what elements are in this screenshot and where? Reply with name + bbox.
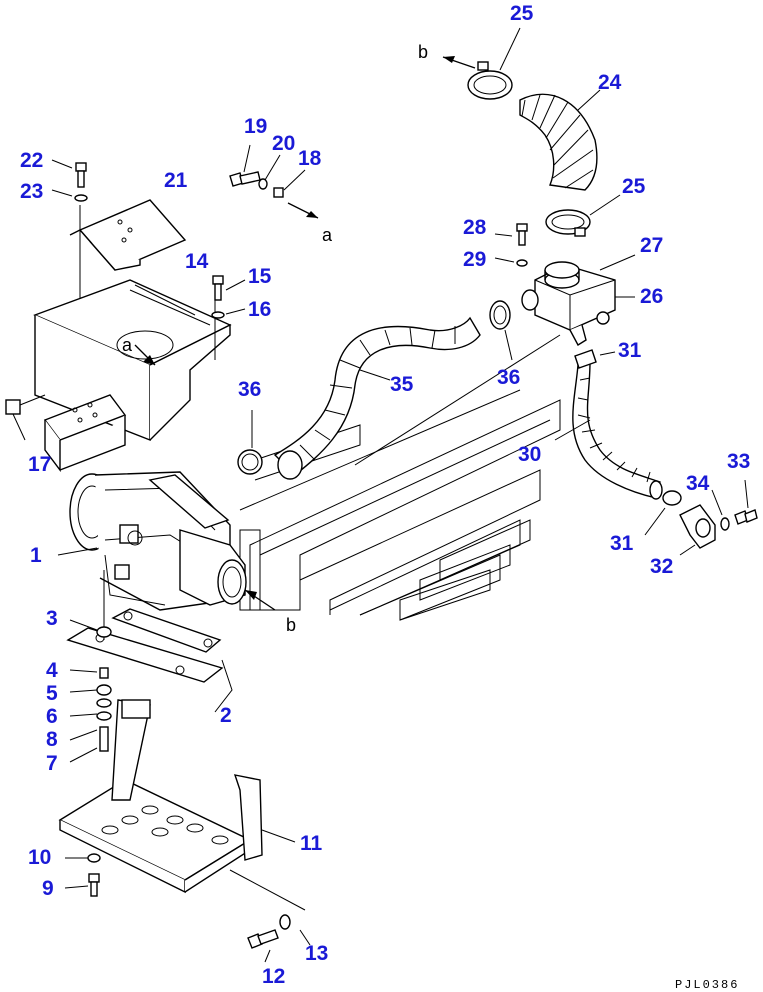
callout-29: 29: [463, 248, 486, 271]
callout-10: 10: [28, 846, 51, 869]
callout-16: 16: [248, 298, 271, 321]
callout-21: 21: [164, 169, 188, 192]
bolt-22: [51, 159, 88, 202]
callout-13: 13: [305, 942, 328, 965]
callout-4: 4: [46, 659, 58, 682]
bracket-14: [33, 279, 232, 473]
callout-18: 18: [298, 147, 322, 170]
callout-36-left: 36: [238, 378, 261, 401]
callout-35: 35: [390, 373, 414, 396]
callout-12: 12: [262, 965, 285, 988]
callout-7: 7: [46, 752, 58, 775]
ref-letter-b-bottom: b: [286, 615, 296, 635]
ref-letter-b-top: b: [418, 42, 428, 62]
ref-letter-a-left: a: [122, 335, 133, 355]
callout-3: 3: [46, 607, 58, 630]
callout-11: 11: [300, 832, 323, 855]
sensor-17: [5, 394, 46, 441]
clamp-36-right: [354, 300, 561, 466]
bolt-15: [211, 275, 246, 319]
callout-31-lower: 31: [610, 532, 634, 555]
callout-2: 2: [220, 704, 232, 727]
callout-25-top: 25: [510, 2, 534, 25]
callout-34: 34: [686, 472, 710, 495]
callout-28: 28: [463, 216, 487, 239]
drawing-code: PJL0386: [675, 978, 739, 992]
callout-25-lower: 25: [622, 175, 646, 198]
ref-letter-a-right: a: [322, 225, 333, 245]
callout-17: 17: [28, 453, 51, 476]
callout-20: 20: [272, 132, 295, 155]
callout-14: 14: [185, 250, 209, 273]
reference-letters: a a b b: [122, 42, 428, 635]
callout-33: 33: [727, 450, 750, 473]
callout-6: 6: [46, 705, 58, 728]
fastener-stack-3-8: [69, 619, 112, 763]
cab-floor-outline: [239, 389, 561, 621]
duct-35: [237, 316, 481, 480]
bolt-19-washer-20-nut-18: [229, 144, 319, 219]
callout-23: 23: [20, 180, 43, 203]
callout-1: 1: [30, 544, 42, 567]
callout-5: 5: [46, 682, 58, 705]
callout-26: 26: [640, 285, 663, 308]
valve-26: [521, 254, 636, 346]
callout-15: 15: [248, 265, 272, 288]
callout-32: 32: [650, 555, 673, 578]
callout-31-top: 31: [618, 339, 642, 362]
clamp-25-lower: [545, 194, 621, 237]
bracket-21: [69, 199, 187, 330]
callout-24: 24: [598, 71, 622, 94]
callout-22: 22: [20, 149, 43, 172]
bolt-28: [494, 223, 528, 267]
clamp-25-top: [442, 27, 521, 100]
fittings-31-34: [574, 349, 758, 556]
callout-labels: 1 2 3 4 5 6 8 7 9 10 11 12 13 14 15 16 1…: [20, 2, 750, 988]
callout-27: 27: [640, 234, 663, 257]
callout-8: 8: [46, 728, 58, 751]
frame-11: [58, 699, 306, 911]
bolts-9-10-12-13: [64, 853, 311, 963]
heater-unit-1: [57, 471, 276, 611]
callout-9: 9: [42, 877, 54, 900]
hose-24: [519, 89, 601, 191]
hose-30: [554, 361, 663, 500]
callout-19: 19: [244, 115, 267, 138]
callout-36-right: 36: [497, 366, 520, 389]
callout-30: 30: [518, 443, 541, 466]
plate-2: [66, 570, 233, 713]
